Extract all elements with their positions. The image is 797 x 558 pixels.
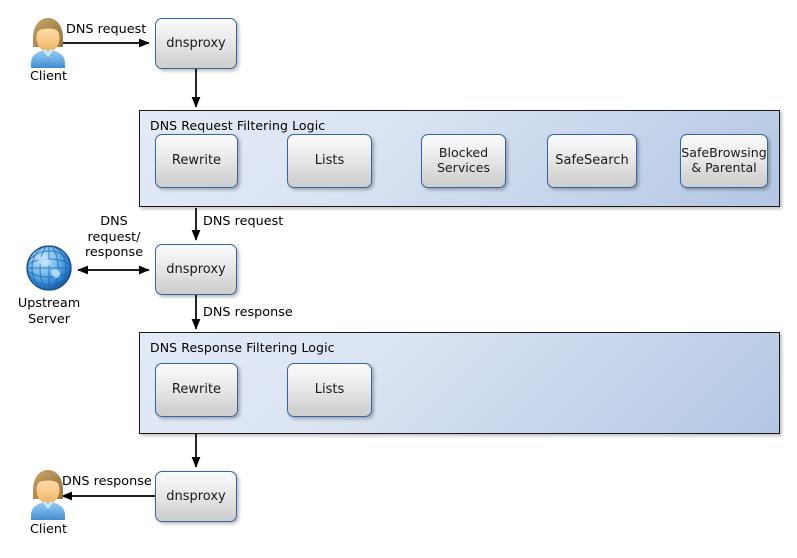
group-response-filtering: DNS Response Filtering Logic: [139, 332, 780, 434]
node-rewrite-response[interactable]: Rewrite: [155, 363, 238, 417]
user-avatar-icon: [31, 18, 65, 68]
node-dnsproxy-top[interactable]: dnsproxy: [155, 18, 237, 69]
node-dnsproxy-middle-label: dnsproxy: [166, 261, 226, 277]
user-avatar-icon: [31, 470, 65, 520]
group-request-filtering-title: DNS Request Filtering Logic: [150, 118, 326, 133]
upstream-server-label-line2: Server: [28, 311, 70, 327]
edge-label-upstream-exchange: DNS request/ response: [78, 214, 150, 261]
node-rewrite-response-label: Rewrite: [171, 382, 222, 398]
node-blocked-services[interactable]: Blocked Services: [421, 134, 506, 188]
node-rewrite-request[interactable]: Rewrite: [155, 134, 238, 188]
node-dnsproxy-bottom-label: dnsproxy: [166, 488, 226, 504]
globe-icon: [26, 245, 72, 291]
node-dnsproxy-top-label: dnsproxy: [166, 35, 226, 51]
node-safebrowsing-parental-label-line2: & Parental: [691, 160, 757, 175]
edge-label-upstream-exchange-line1: DNS: [100, 214, 128, 229]
node-safesearch[interactable]: SafeSearch: [547, 134, 637, 188]
node-blocked-services-label-line1: Blocked: [438, 145, 489, 161]
node-blocked-services-label-line2: Services: [436, 160, 491, 175]
upstream-server-label-line1: Upstream: [17, 296, 81, 311]
edge-label-proxy-middle-to-response-group: DNS response: [203, 305, 293, 320]
node-dnsproxy-middle[interactable]: dnsproxy: [155, 244, 237, 295]
node-lists-response[interactable]: Lists: [287, 363, 372, 417]
group-response-filtering-title: DNS Response Filtering Logic: [150, 340, 335, 355]
node-lists-response-label: Lists: [314, 382, 345, 398]
node-lists-request[interactable]: Lists: [287, 134, 372, 188]
upstream-server-label: Upstream Server: [8, 296, 90, 327]
client-bottom-label: Client: [30, 522, 68, 537]
node-safebrowsing-parental-label-line1: SafeBrowsing: [681, 145, 767, 161]
edge-label-proxy-bottom-to-client: DNS response: [62, 474, 152, 489]
edge-label-upstream-exchange-line2: request/: [87, 229, 141, 245]
node-dnsproxy-bottom[interactable]: dnsproxy: [155, 471, 237, 522]
edge-label-upstream-exchange-line3: response: [84, 245, 144, 261]
node-rewrite-request-label: Rewrite: [171, 153, 222, 169]
node-safesearch-label: SafeSearch: [555, 153, 629, 169]
client-top-label: Client: [30, 69, 68, 84]
edge-label-request-group-to-proxy: DNS request: [203, 214, 284, 229]
node-lists-request-label: Lists: [314, 153, 345, 169]
edge-label-client-to-proxy-top: DNS request: [66, 22, 147, 37]
node-safebrowsing-parental[interactable]: SafeBrowsing & Parental: [680, 134, 768, 188]
